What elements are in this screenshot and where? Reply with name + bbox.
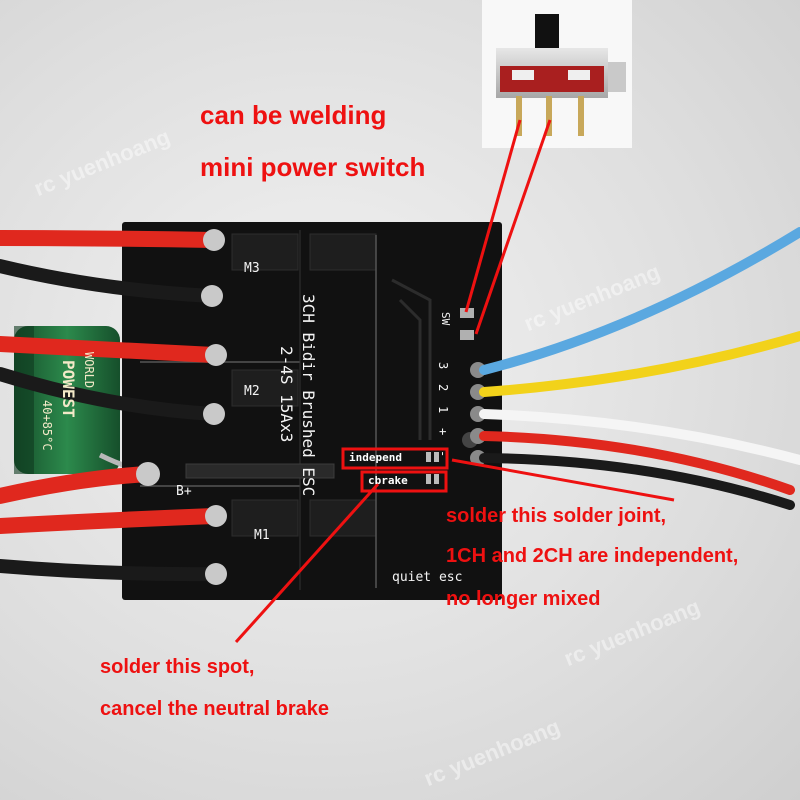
joint-annotation-line-1: solder this solder joint, <box>446 505 667 527</box>
pin-label-2: 2 <box>436 384 450 392</box>
motor-label-m2: M2 <box>244 384 260 399</box>
capacitor-text-2: POWEST <box>59 360 78 418</box>
spot-annotation-line-1: solder this spot, <box>100 656 255 678</box>
board-title: 3CH Bidir Brushed ESC <box>299 294 318 497</box>
capacitor-text-3: 40+85°C <box>40 400 54 451</box>
signal-wires <box>479 227 800 510</box>
pin-label-minus: - <box>436 450 450 458</box>
annotation-lines <box>234 119 675 644</box>
switch-annotation-line-2: mini power switch <box>200 152 426 182</box>
motor-wires <box>0 229 227 585</box>
motor-label-m1: M1 <box>254 528 270 543</box>
spot-annotation-line-2: cancel the neutral brake <box>100 698 329 720</box>
capacitor <box>14 326 149 474</box>
pin-label-plus: + <box>436 428 450 436</box>
slide-switch <box>482 0 632 148</box>
switch-annotation-line-1: can be welding <box>200 100 387 130</box>
pad-cbrake-label: cbrake <box>368 474 408 487</box>
brand-label: quiet esc <box>392 570 463 585</box>
motor-label-m3: M3 <box>244 261 260 276</box>
joint-annotation-line-3: no longer mixed <box>446 588 601 610</box>
capacitor-text-1: WORLD <box>82 352 96 389</box>
board-spec: 2-4S 15Ax3 <box>277 346 296 443</box>
pad-independ-label: independ <box>349 451 402 464</box>
pin-label-3: 3 <box>436 362 450 370</box>
pin-label-1: 1 <box>436 406 450 414</box>
power-label: B+ <box>176 484 192 499</box>
joint-annotation-line-2: 1CH and 2CH are independent, <box>446 545 739 567</box>
switch-label: SW <box>439 312 452 326</box>
